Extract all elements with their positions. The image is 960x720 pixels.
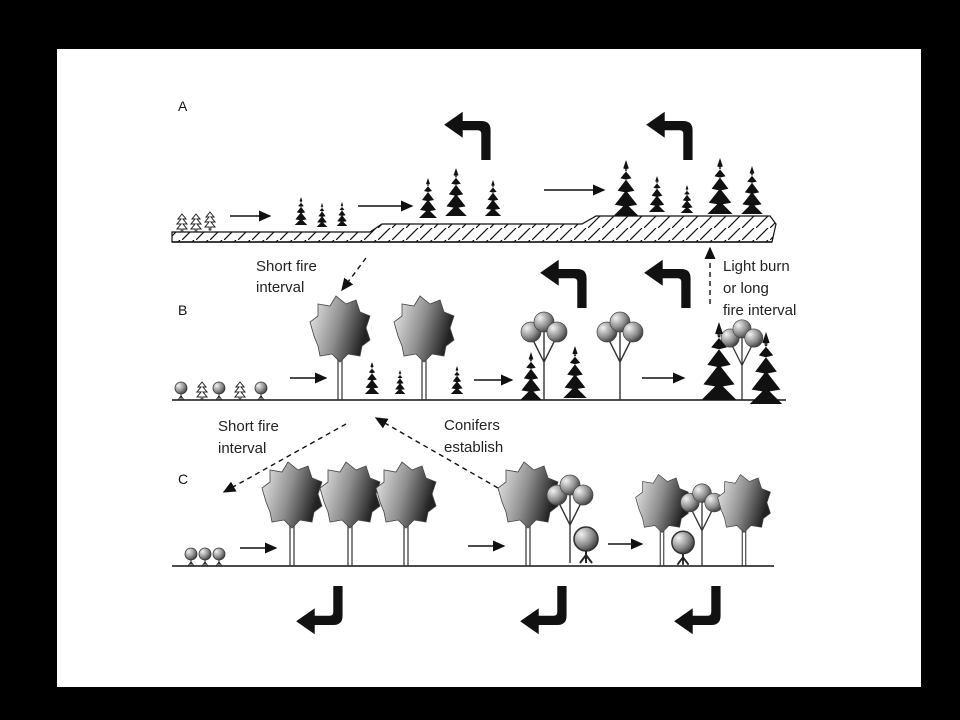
row-b-conifer-stand	[701, 319, 783, 404]
row-a-loop-arrow-1	[444, 111, 491, 160]
c-to-b-dashed-arrow	[374, 417, 499, 489]
short-fire-interval-label-2: Short fire interval	[218, 418, 283, 457]
row-b-mixed-stand-2	[520, 311, 644, 401]
short-fire-interval-label-1: Short fire interval	[256, 258, 321, 296]
row-b-mixed-stand-1	[309, 295, 464, 401]
row-label-a: A	[178, 98, 188, 114]
row-a-old-conifers	[613, 158, 763, 216]
row-a-mature-conifers	[419, 168, 502, 218]
row-a-seedlings	[176, 211, 216, 233]
row-c-seedlings	[184, 547, 226, 567]
row-c-loop-arrow-1	[296, 586, 343, 635]
row-b-loop-arrow-2	[644, 259, 691, 308]
conifers-establish-label: Conifers establish	[444, 417, 504, 456]
row-c-mixed-stand-1	[497, 461, 600, 567]
row-c-loop-arrow-2	[520, 586, 567, 635]
row-c-deciduous-stand	[261, 461, 437, 567]
row-label-c: C	[178, 471, 188, 487]
row-a-loop-arrow-2	[646, 111, 693, 160]
row-c-mixed-stand-2	[635, 473, 771, 567]
row-c-loop-arrow-3	[674, 586, 721, 635]
a-to-b-dashed-arrow	[341, 257, 367, 292]
row-b-loop-arrow-1	[540, 259, 587, 308]
row-label-b: B	[178, 302, 187, 318]
row-b-seedlings	[174, 381, 268, 401]
row-a-ground	[171, 215, 777, 243]
light-burn-label: Light burn or long fire interval	[723, 258, 796, 319]
row-a-young-conifers	[294, 197, 348, 227]
